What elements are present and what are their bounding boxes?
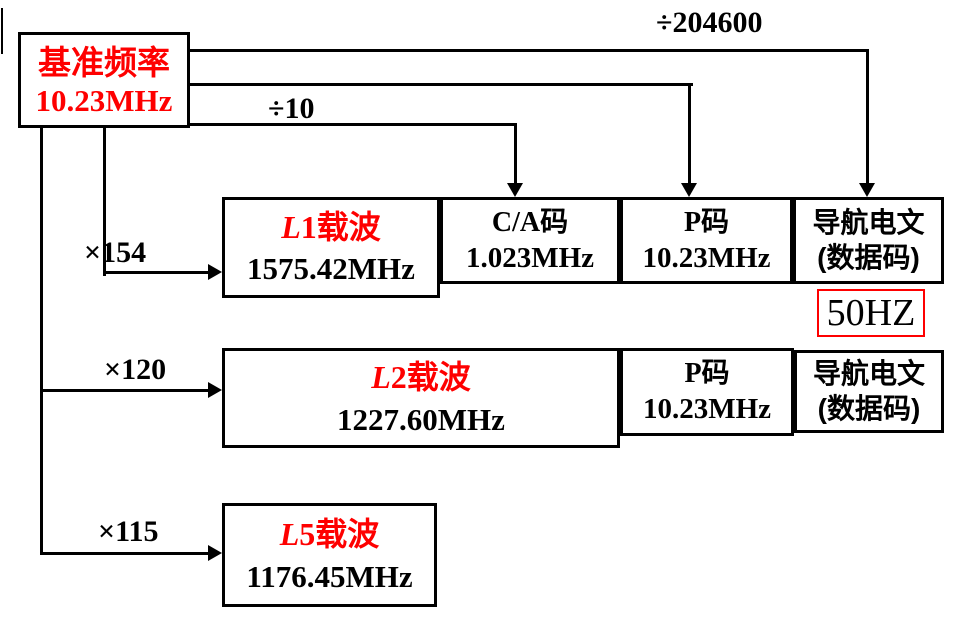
label-div204600: ÷204600 [656, 6, 763, 39]
ca-code-frequency: 1.023MHz [465, 241, 595, 274]
node-p-code-l1: P码 10.23MHz [620, 197, 793, 284]
nav-message-l2-line1: 导航电文 [812, 358, 925, 390]
node-ca-code: C/A码 1.023MHz [440, 197, 620, 284]
arrowhead-p-code [681, 183, 697, 197]
l2-carrier-frequency: 1227.60MHz [337, 401, 505, 437]
connector-pcode-horizontal [188, 83, 693, 86]
l2-carrier-cn: 载波 [406, 359, 471, 396]
arrowhead-nav-message [859, 183, 875, 197]
l2-carrier-title: L2载波 [371, 358, 471, 396]
node-l2-carrier: L2载波 1227.60MHz [222, 348, 620, 448]
connector-div10-vertical [514, 123, 517, 184]
l1-carrier-cn: 载波 [316, 208, 381, 245]
label-div10: ÷10 [268, 92, 315, 125]
l5-letter: L [279, 516, 300, 553]
arrowhead-l5-carrier [208, 545, 222, 561]
node-nav-message-l2: 导航电文 (数据码) [794, 350, 944, 433]
connector-pcode-vertical [688, 83, 691, 184]
left-edge-line-fragment [1, 8, 3, 54]
reference-frequency-name: 基准频率 [38, 43, 170, 81]
connector-div10-horizontal [188, 123, 517, 126]
l2-number: 2 [390, 359, 407, 396]
reference-frequency-value: 10.23MHz [35, 82, 173, 118]
p-code-l1-name: P码 [683, 206, 730, 238]
connector-mul115-horizontal [40, 552, 209, 555]
node-p-code-l2: P码 10.23MHz [620, 348, 794, 436]
p-code-l2-name: P码 [684, 358, 730, 390]
connector-div204600-horizontal [188, 49, 869, 52]
arrowhead-ca-code [507, 183, 523, 197]
p-code-l2-frequency: 10.23MHz [642, 393, 772, 426]
l1-letter: L [281, 208, 301, 245]
nav-message-l1-line1: 导航电文 [812, 207, 925, 239]
l5-carrier-cn: 载波 [315, 516, 380, 553]
l5-number: 5 [299, 516, 316, 553]
arrowhead-l2-carrier [208, 382, 222, 398]
node-nav-message-l1: 导航电文 (数据码) [793, 197, 944, 284]
l1-number: 1 [300, 208, 317, 245]
label-mul154: ×154 [84, 236, 147, 269]
connector-div204600-vertical [866, 49, 869, 184]
label-mul120: ×120 [104, 353, 167, 386]
connector-mul154-horizontal [103, 271, 209, 274]
ca-code-name: C/A码 [491, 206, 569, 238]
l5-carrier-frequency: 1176.45MHz [246, 558, 413, 594]
node-reference-frequency: 基准频率 10.23MHz [18, 32, 190, 128]
connector-mul120-horizontal [40, 389, 209, 392]
nav-message-l2-line2: (数据码) [817, 392, 921, 424]
node-l5-carrier: L5载波 1176.45MHz [222, 503, 437, 607]
nav-message-l1-line2: (数据码) [817, 241, 920, 273]
connector-trunk-vertical [40, 125, 43, 555]
l2-letter: L [371, 359, 391, 396]
arrowhead-l1-carrier [208, 264, 222, 280]
l1-carrier-title: L1载波 [281, 208, 381, 246]
label-mul115: ×115 [98, 515, 159, 548]
node-l1-carrier: L1载波 1575.42MHz [222, 197, 440, 298]
nav-data-rate-badge: 50HZ [817, 289, 925, 337]
l5-carrier-title: L5载波 [280, 515, 380, 553]
p-code-l1-frequency: 10.23MHz [642, 241, 771, 274]
l1-carrier-frequency: 1575.42MHz [247, 251, 415, 287]
connector-mul154-vertical [103, 125, 106, 276]
